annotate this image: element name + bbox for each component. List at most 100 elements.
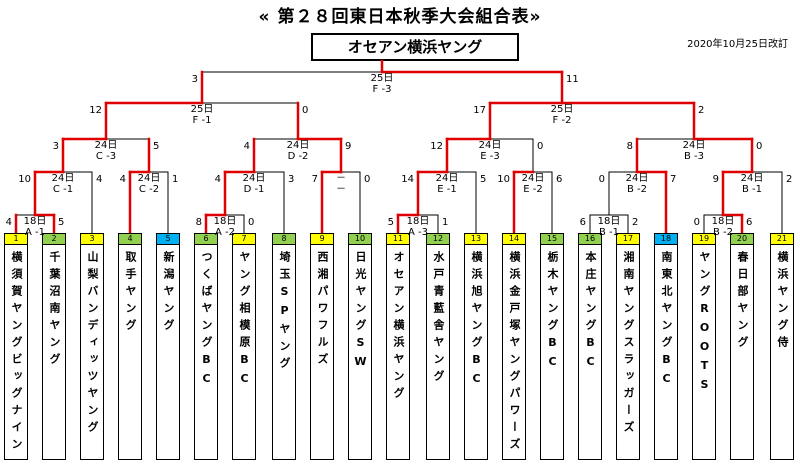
- match-code: B -2: [712, 227, 733, 238]
- match-code: F -3: [372, 84, 392, 95]
- score-right: 0: [302, 105, 309, 116]
- team-name: 横浜旭ヤングBC: [470, 251, 483, 391]
- match-date: 25日: [370, 73, 394, 84]
- score-right: 0: [248, 217, 255, 228]
- match-date: 18日: [213, 216, 237, 227]
- score-right: 0: [756, 141, 763, 152]
- match-code: D -1: [243, 184, 265, 195]
- team-number: 1: [5, 234, 27, 245]
- match-date: 24日: [242, 173, 266, 184]
- team-name: 湘南ヤングスラッガーズ: [622, 251, 635, 438]
- score-left: 3: [191, 74, 198, 85]
- match-date: 18日: [711, 216, 735, 227]
- team-number: 12: [427, 234, 449, 245]
- score-right: 5: [58, 217, 65, 228]
- match-code: B -1: [741, 184, 762, 195]
- match-code: A -1: [25, 227, 45, 238]
- team-number: 8: [273, 234, 295, 245]
- score-left: 6: [579, 217, 586, 228]
- champion-box: オセアン横浜ヤング: [311, 33, 519, 61]
- team-name: 横浜金戸塚ヤングパワーズ: [508, 251, 521, 455]
- team-name: オセアン横浜ヤング: [392, 251, 405, 404]
- score-right: 2: [632, 217, 639, 228]
- team-slot: 12 水戸青藍舎ヤング: [426, 233, 450, 460]
- match-code: E -3: [480, 151, 500, 162]
- score-right: 11: [566, 74, 579, 85]
- score-right: 4: [96, 174, 103, 185]
- score-right: 1: [442, 217, 449, 228]
- match-date: 18日: [406, 216, 430, 227]
- team-number: 6: [195, 234, 217, 245]
- match-code: B -3: [683, 151, 704, 162]
- score-left: 9: [712, 174, 719, 185]
- score-left: 4: [119, 174, 126, 185]
- team-slot: 13 横浜旭ヤングBC: [464, 233, 488, 460]
- score-left: 7: [311, 174, 318, 185]
- score-right: 3: [288, 174, 295, 185]
- team-name: 南東北ヤングBC: [660, 251, 673, 391]
- team-number: 17: [617, 234, 639, 245]
- team-number: 13: [465, 234, 487, 245]
- team-slot: 4 取手ヤング: [118, 233, 142, 460]
- match-date: 18日: [597, 216, 621, 227]
- match-date: 18日: [23, 216, 47, 227]
- match-date: 24日: [740, 173, 764, 184]
- team-name: 埼玉SPヤング: [278, 251, 291, 374]
- score-left: 0: [693, 217, 700, 228]
- team-name: ヤングROOTS: [698, 251, 711, 397]
- score-left: 5: [387, 217, 394, 228]
- score-left: 10: [18, 174, 31, 185]
- match-date: 24日: [94, 140, 118, 151]
- match-date: 24日: [625, 173, 649, 184]
- team-number: 9: [311, 234, 333, 245]
- score-right: 1: [172, 174, 179, 185]
- team-slot: 19 ヤングROOTS: [692, 233, 716, 460]
- match-code: B -1: [598, 227, 619, 238]
- score-left: 17: [473, 105, 486, 116]
- score-left: 3: [52, 141, 59, 152]
- score-right: 5: [153, 141, 160, 152]
- score-left: 14: [401, 174, 414, 185]
- team-name: 取手ヤング: [124, 251, 137, 336]
- match-date: 25日: [550, 104, 574, 115]
- match-code: C -1: [52, 184, 74, 195]
- team-number: 5: [157, 234, 179, 245]
- match-code: A -3: [408, 227, 428, 238]
- match-date: －: [336, 173, 346, 184]
- score-left: 0: [598, 174, 605, 185]
- match-date: 24日: [478, 140, 502, 151]
- score-left: 4: [243, 141, 250, 152]
- team-number: 19: [693, 234, 715, 245]
- team-name: 西湘パワフルズ: [316, 251, 329, 370]
- match-date: 24日: [521, 173, 545, 184]
- team-name: 水戸青藍舎ヤング: [432, 251, 445, 387]
- score-right: 0: [537, 141, 544, 152]
- score-left: 12: [430, 141, 443, 152]
- team-name: 横須賀ヤングビッグナイン: [10, 251, 23, 455]
- match-code: E -1: [437, 184, 457, 195]
- match-date: 24日: [682, 140, 706, 151]
- team-name: 日光ヤングSW: [354, 251, 367, 374]
- team-number: 3: [81, 234, 103, 245]
- match-code: B -2: [626, 184, 647, 195]
- score-left: 8: [626, 141, 633, 152]
- match-date: 24日: [435, 173, 459, 184]
- page-title: « 第２８回東日本秋季大会組合表»: [258, 7, 542, 27]
- score-left: 4: [5, 217, 12, 228]
- match-code: C -3: [95, 151, 117, 162]
- score-left: 10: [497, 174, 510, 185]
- match-code: A -2: [215, 227, 235, 238]
- team-slot: 8 埼玉SPヤング: [272, 233, 296, 460]
- score-left: 8: [195, 217, 202, 228]
- score-right: 0: [364, 174, 371, 185]
- match-date: 24日: [137, 173, 161, 184]
- match-code: C -2: [138, 184, 160, 195]
- team-number: 4: [119, 234, 141, 245]
